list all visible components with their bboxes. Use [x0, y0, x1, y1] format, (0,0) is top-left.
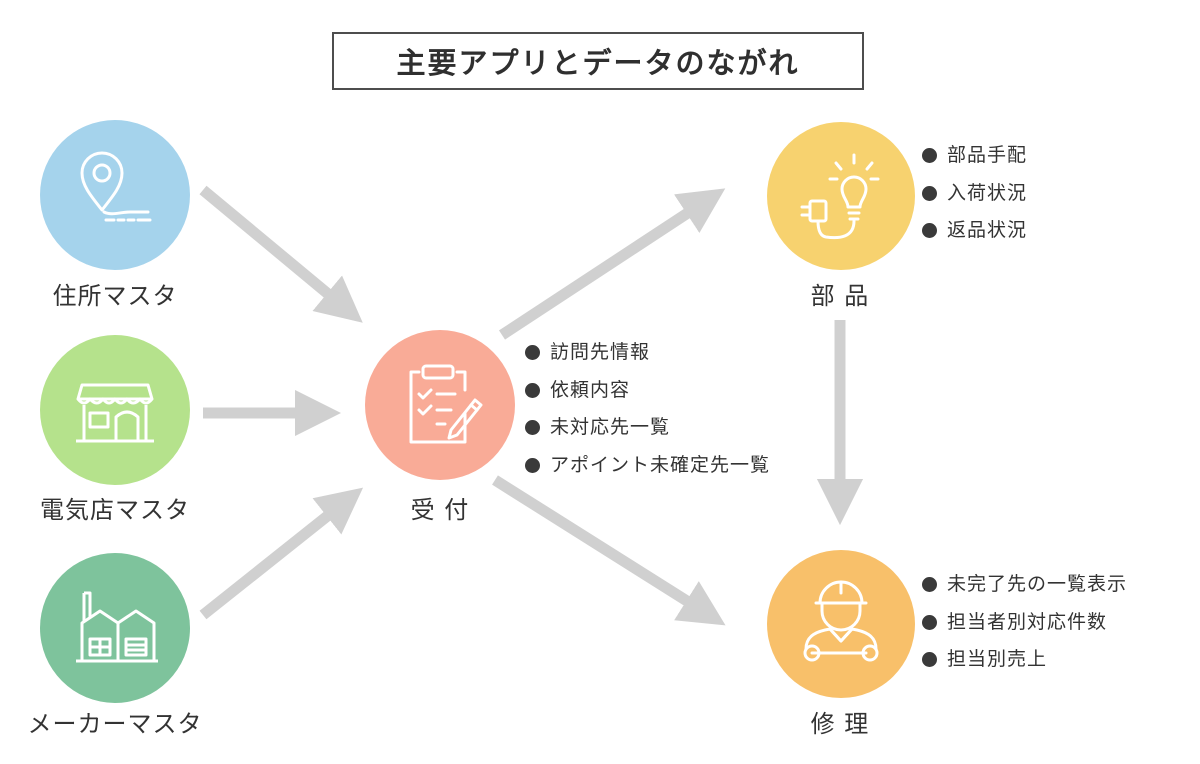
bullet-dot [525, 457, 540, 473]
diagram-title: 主要アプリとデータのながれ [332, 32, 864, 90]
bullet-dot [922, 148, 937, 164]
lightbulb-plug-icon [800, 153, 880, 240]
maker-master-node [40, 553, 190, 703]
list-item: 担当者別対応件数 [922, 604, 1127, 642]
reception-label: 受 付 [410, 496, 470, 524]
list-item: 依頼内容 [525, 372, 770, 410]
bullet-dot [525, 382, 540, 398]
bullet-dot [922, 185, 937, 201]
bullet-dot [922, 577, 937, 593]
reception-node [365, 330, 515, 480]
reception-items: 訪問先情報 依頼内容 未対応先一覧 アポイント未確定先一覧 [525, 334, 770, 484]
parts-items: 部品手配 入荷状況 返品状況 [922, 137, 1027, 250]
list-item: アポイント未確定先一覧 [525, 447, 770, 485]
clipboard-checklist-icon [409, 364, 483, 444]
repair-node [767, 550, 915, 698]
map-pin-icon [80, 151, 152, 222]
list-item: 部品手配 [922, 137, 1027, 175]
bullet-dot [525, 345, 540, 361]
bullet-dot [922, 614, 937, 630]
list-item: 訪問先情報 [525, 334, 770, 372]
address-master-node [40, 120, 190, 270]
maker-master-label: メーカーマスタ [27, 710, 203, 738]
list-item: 入荷状況 [922, 175, 1027, 213]
store-master-label: 電気店マスタ [40, 496, 190, 524]
arrow-address-to-reception [199, 185, 363, 323]
address-master-label: 住所マスタ [52, 282, 178, 310]
factory-icon [76, 591, 158, 663]
bullet-dot [525, 420, 540, 436]
parts-label: 部 品 [810, 282, 870, 310]
arrow-reception-to-repair [492, 475, 726, 626]
list-item: 返品状況 [922, 212, 1027, 250]
repair-items: 未完了先の一覧表示 担当者別対応件数 担当別売上 [922, 566, 1127, 679]
list-item: 担当別売上 [922, 641, 1127, 679]
storefront-icon [76, 383, 154, 443]
worker-wrench-icon [803, 580, 879, 662]
arrow-reception-to-parts [498, 188, 726, 340]
repair-label: 修 理 [810, 710, 870, 738]
store-master-node [40, 335, 190, 485]
list-item: 未完了先の一覧表示 [922, 566, 1127, 604]
bullet-dot [922, 652, 937, 668]
parts-node [767, 122, 915, 270]
bullet-dot [922, 223, 937, 239]
list-item: 未対応先一覧 [525, 409, 770, 447]
arrow-maker-to-reception [199, 487, 364, 620]
